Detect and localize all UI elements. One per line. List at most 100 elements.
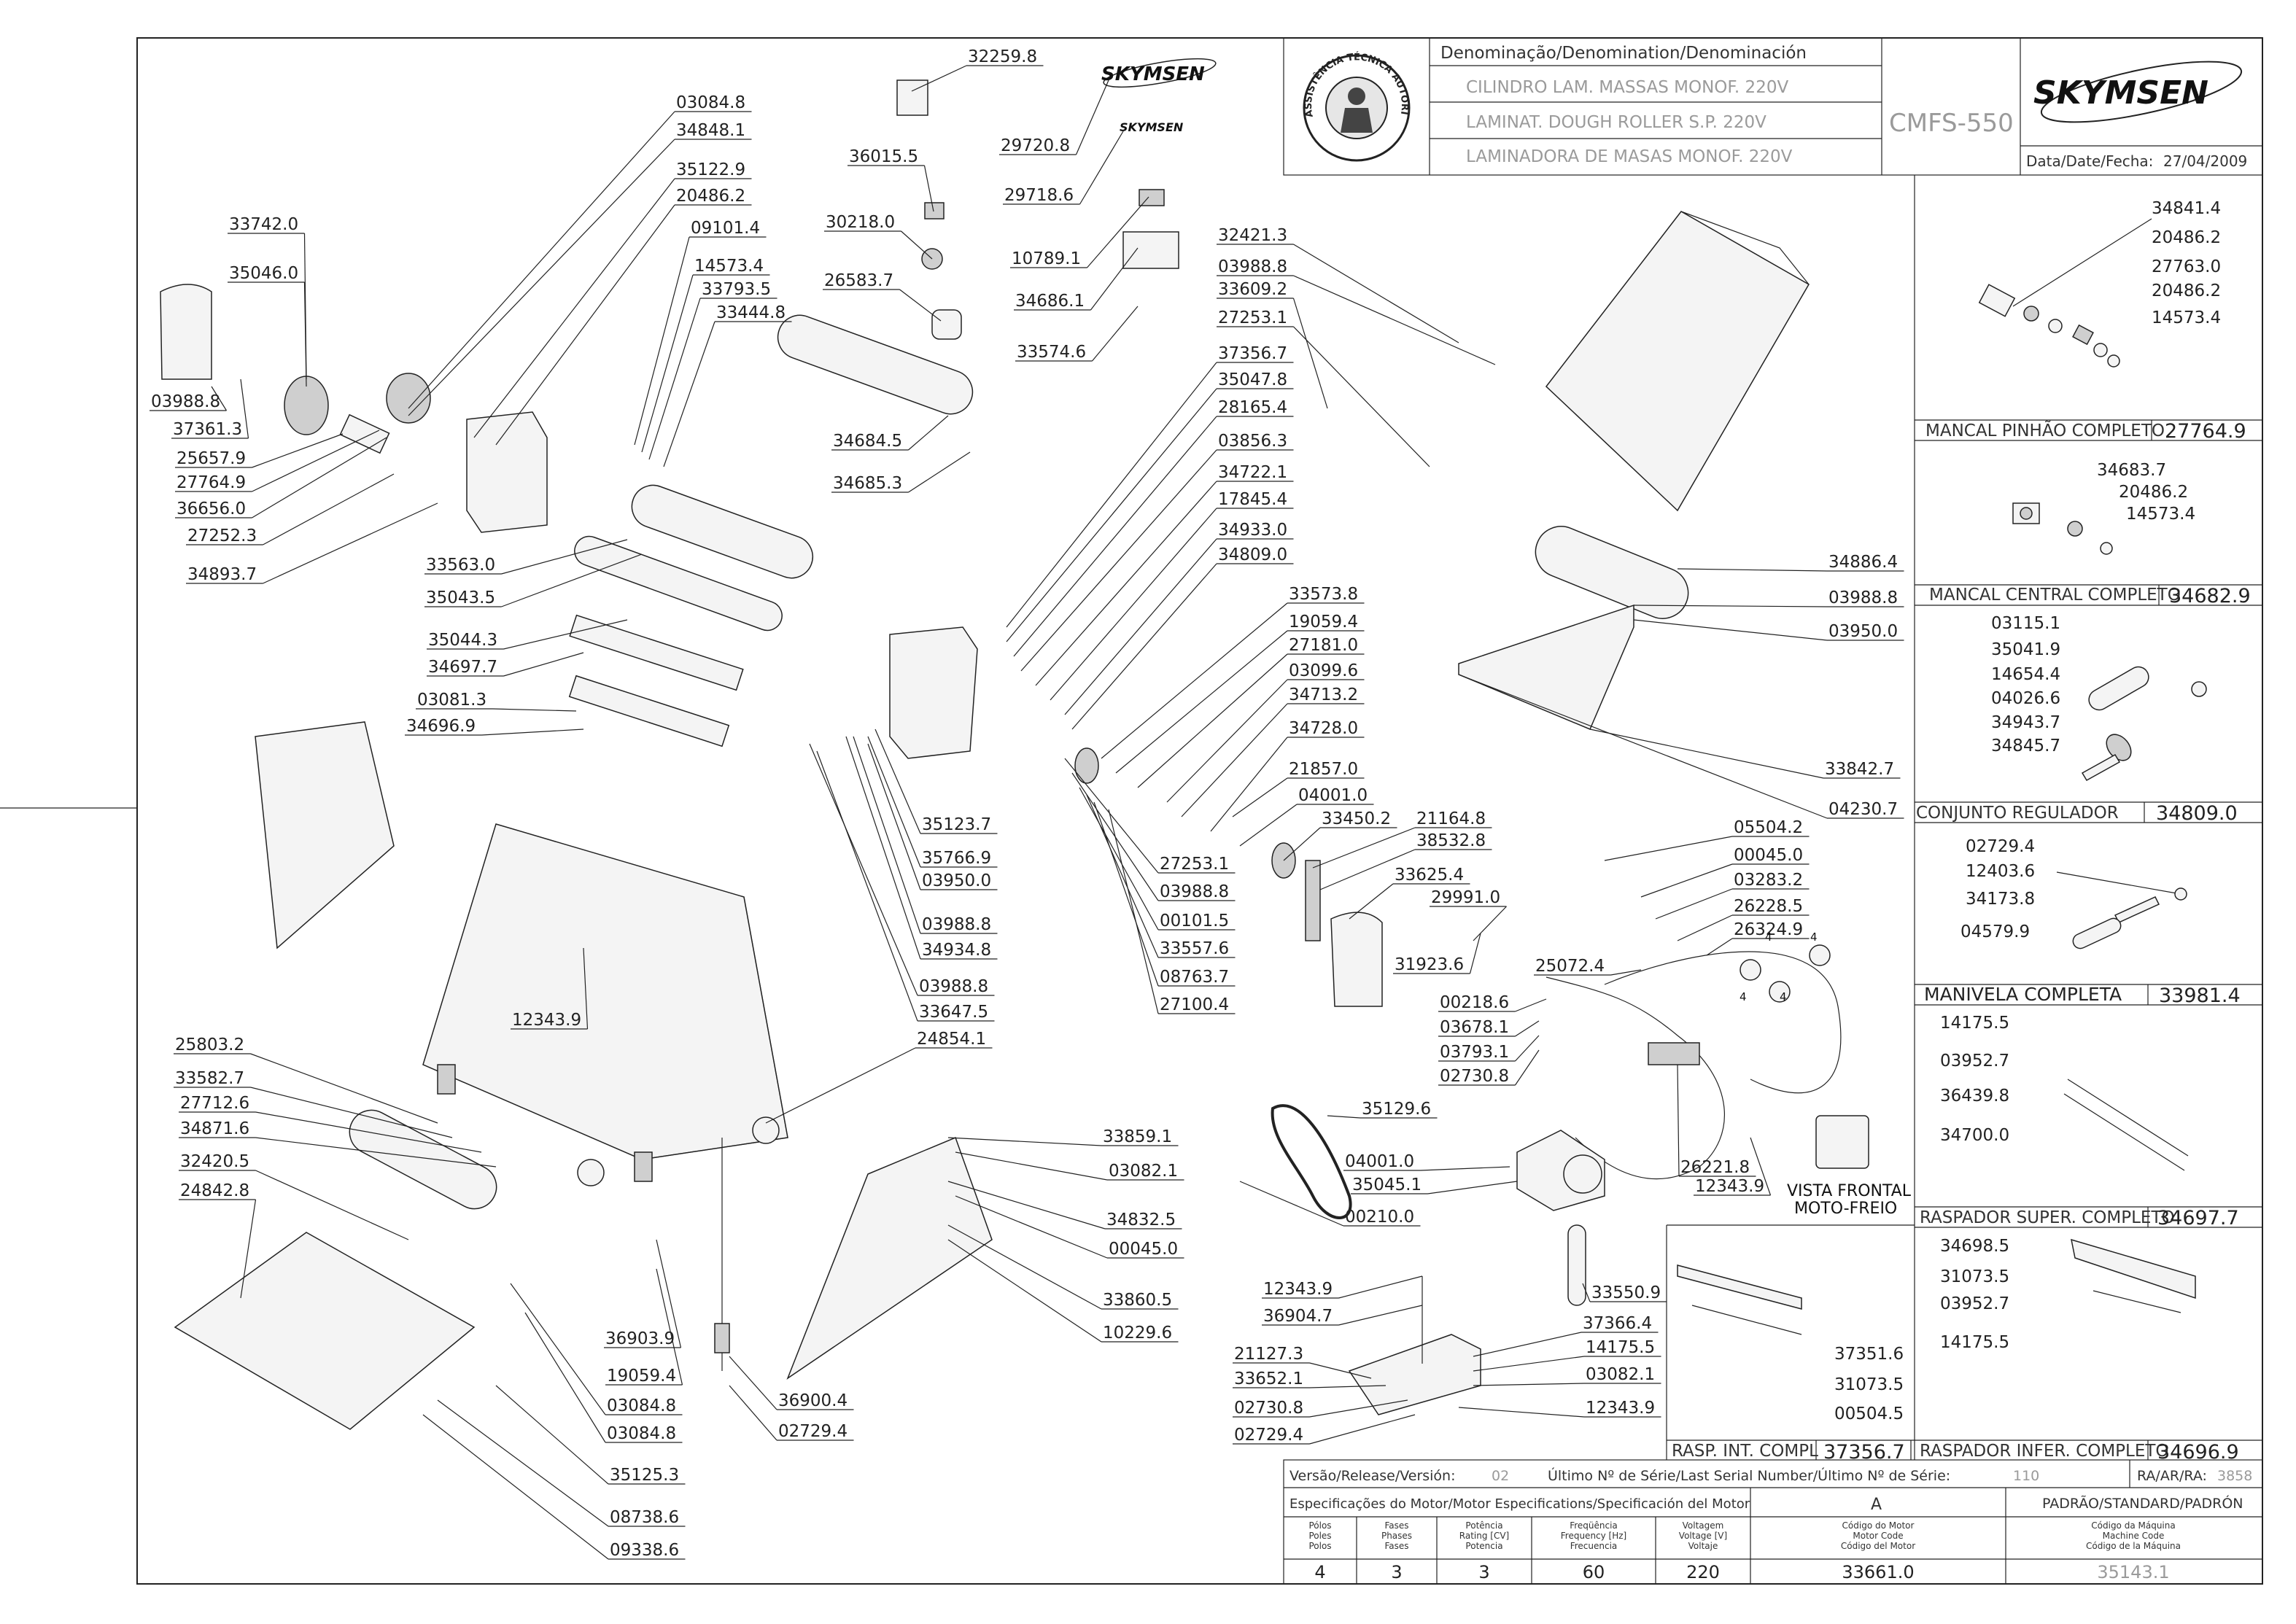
svg-text:34173.8: 34173.8 — [1966, 890, 2035, 909]
callout-leader — [1293, 326, 1430, 467]
side-frame-35047 — [889, 626, 978, 759]
belt-35129 — [1271, 1104, 1352, 1219]
part-number-label: 35043.5 — [426, 588, 495, 607]
part-number-label: 03988.8 — [1218, 257, 1287, 276]
part-number-label: 35123.7 — [922, 815, 991, 834]
part-number-label: 26583.7 — [824, 271, 893, 290]
part-number-label: 08738.6 — [610, 1508, 679, 1527]
part-number-label: 03084.8 — [607, 1396, 676, 1415]
capacitor-33550 — [1567, 1224, 1586, 1306]
part-number-label: 34696.9 — [406, 717, 476, 736]
callout-leader — [252, 430, 380, 492]
part-number-label: 03793.1 — [1440, 1043, 1509, 1062]
svg-text:Potencia: Potencia — [1465, 1541, 1502, 1551]
callout-leader — [524, 1312, 606, 1443]
svg-text:Voltagem: Voltagem — [1683, 1520, 1724, 1531]
model-code: CMFS-550 — [1889, 109, 2014, 138]
callout-leader — [1293, 244, 1459, 343]
part-number-label: 38532.8 — [1416, 831, 1486, 850]
callout-leader — [809, 743, 918, 996]
callout-leader — [1582, 1283, 1591, 1302]
callout-leader — [1086, 794, 1159, 958]
svg-text:31073.5: 31073.5 — [1940, 1267, 2009, 1286]
svg-text:SKYMSEN: SKYMSEN — [2033, 74, 2208, 112]
svg-text:02729.4: 02729.4 — [1966, 837, 2035, 856]
central-bearing-sketch — [2012, 502, 2113, 555]
part-number-label: 35045.1 — [1352, 1176, 1422, 1194]
part-number-label: 09338.6 — [610, 1541, 679, 1560]
callout-leader — [1750, 1137, 1772, 1196]
callout-leader — [947, 1181, 1106, 1229]
part-number-label: 03988.8 — [151, 392, 220, 411]
part-number-label: 03988.8 — [922, 915, 991, 934]
subassembly-title-4: MANIVELA COMPLETA — [1924, 984, 2122, 1005]
callout-leader — [1706, 938, 1733, 956]
callout-leader — [240, 1199, 257, 1299]
svg-text:A: A — [1871, 1496, 1882, 1514]
callout-leader — [1427, 1181, 1518, 1194]
subassembly-title-5: RASPADOR SUPER. COMPLETO — [1920, 1208, 2175, 1227]
svg-text:RA/AR/RA:: RA/AR/RA: — [2137, 1468, 2207, 1484]
callout-leader — [492, 708, 577, 712]
subassembly-code-3: 34809.0 — [2156, 802, 2238, 825]
part-number-label: 32259.8 — [968, 47, 1037, 66]
callout-leader — [1075, 79, 1109, 155]
callout-leader — [1309, 1414, 1416, 1445]
callout-leader — [263, 473, 395, 545]
part-number-label: 27181.0 — [1289, 636, 1358, 655]
part-number-label: 26221.8 — [1680, 1158, 1750, 1177]
callout-leader — [437, 1399, 609, 1527]
part-number-label: 29991.0 — [1431, 888, 1500, 907]
part-number-label: 34934.8 — [922, 941, 991, 960]
svg-text:31073.5: 31073.5 — [1834, 1375, 1904, 1394]
svg-text:12403.6: 12403.6 — [1966, 862, 2035, 881]
subassembly-code-1: 27764.9 — [2165, 420, 2246, 443]
lower-scraper-sketch — [2071, 1238, 2196, 1313]
part-number-label: 35766.9 — [922, 849, 991, 868]
side-guard — [255, 721, 395, 949]
part-number-label: 12343.9 — [512, 1011, 581, 1030]
callout-leader — [1469, 933, 1481, 974]
scraper-34697 — [569, 614, 744, 691]
svg-text:Especificações do Motor/Motor: Especificações do Motor/Motor Especifica… — [1289, 1496, 1750, 1512]
callout-leader — [1589, 729, 1824, 779]
front-guard-33860 — [786, 1137, 993, 1380]
callout-leader — [1071, 563, 1217, 730]
callout-leader — [250, 1053, 438, 1124]
svg-text:34845.7: 34845.7 — [1991, 737, 2060, 755]
wire-number: 4 — [1765, 931, 1772, 944]
part-number-label: 33582.7 — [175, 1069, 244, 1088]
callout-leader — [634, 236, 690, 446]
part-number-label: 32421.3 — [1218, 226, 1287, 245]
side-frame-33563 — [466, 411, 548, 533]
part-number-label: 03081.3 — [417, 691, 486, 710]
callout-leader — [1079, 787, 1159, 931]
callout-leader — [1087, 196, 1149, 268]
callout-leader — [255, 1111, 482, 1153]
part-number-label: 34933.0 — [1218, 521, 1287, 540]
callout-leader — [648, 298, 701, 460]
part-number-label: 04230.7 — [1828, 800, 1898, 819]
subassembly-code-2: 34682.9 — [2169, 585, 2251, 607]
part-number-label: 03082.1 — [1586, 1365, 1655, 1384]
part-number-label: 26228.5 — [1734, 897, 1803, 916]
callout-leader — [955, 1195, 1108, 1259]
callout-leader — [816, 750, 918, 1022]
callout-leader — [1655, 888, 1733, 920]
callout-leader — [1293, 275, 1496, 365]
part-number-label: 27100.4 — [1160, 995, 1229, 1014]
part-number-label: 34848.1 — [676, 121, 745, 140]
part-number-label: 34686.1 — [1015, 292, 1085, 311]
part-number-label: 00210.0 — [1345, 1208, 1414, 1227]
denomination-header: Denominação/Denomination/Denominación — [1440, 44, 1807, 63]
callout-leader — [1050, 508, 1217, 701]
callout-leader — [1020, 449, 1217, 672]
part-number-label: 35125.3 — [610, 1466, 679, 1485]
part-number-label: 00045.0 — [1734, 846, 1803, 865]
lower-tray-32420 — [174, 1232, 476, 1430]
callout-leader — [656, 1268, 683, 1386]
callout-leader — [1064, 758, 1159, 874]
part-number-label: 02730.8 — [1234, 1399, 1303, 1418]
svg-text:34700.0: 34700.0 — [1940, 1126, 2009, 1145]
svg-text:SKYMSEN: SKYMSEN — [1120, 120, 1184, 134]
